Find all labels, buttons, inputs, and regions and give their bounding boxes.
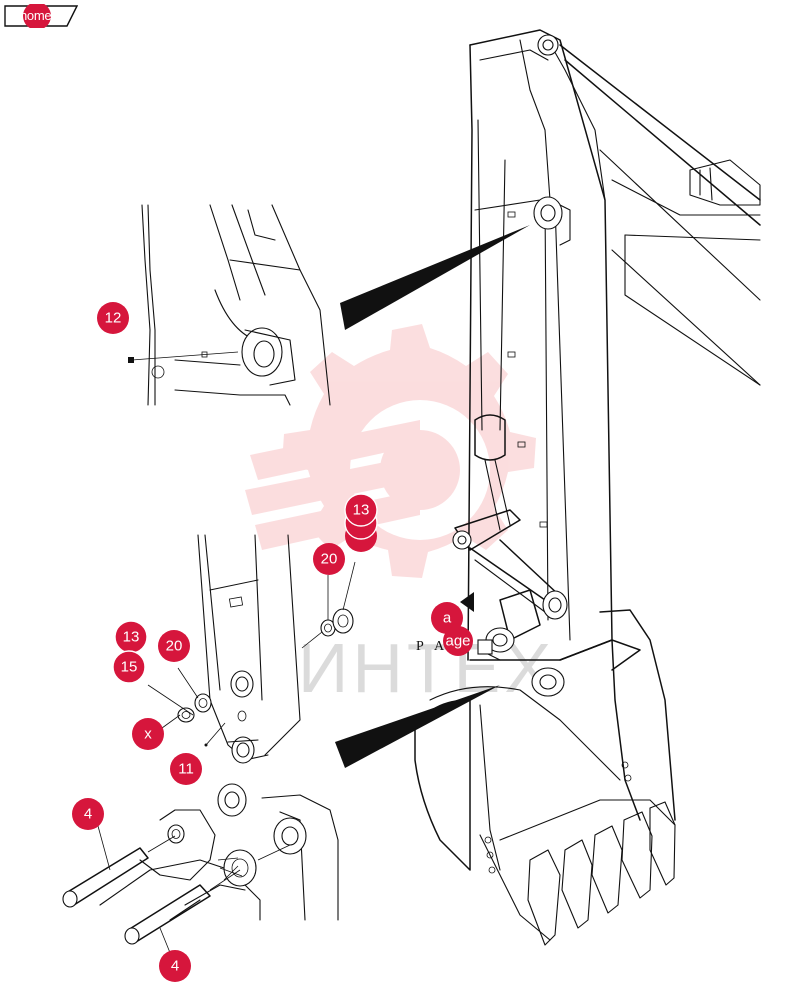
home-tab-shape [4, 4, 78, 28]
callout-13-lower[interactable]: 13 [114, 620, 148, 654]
callout-page-label: age [445, 633, 470, 650]
callout-13-label: 13 [353, 502, 370, 519]
detail-pin-insertion [62, 783, 339, 966]
callout-11[interactable]: 11 [170, 753, 202, 785]
arm-assembly [414, 29, 761, 946]
callout-20-upper[interactable]: 20 [313, 543, 345, 575]
callout-20-lower[interactable]: 20 [158, 630, 190, 662]
home-label: home [20, 8, 52, 23]
callout-15-lower-label: 15 [121, 659, 138, 676]
callout-12[interactable]: 12 [97, 302, 129, 334]
callout-4-upper[interactable]: 4 [72, 798, 104, 830]
callout-15-lower[interactable]: 15 [112, 650, 146, 684]
view-label: P A [416, 639, 448, 654]
detail-lower-pin [147, 534, 356, 764]
callout-12-label: 12 [105, 310, 122, 327]
callout-11-label: 11 [178, 761, 194, 778]
callout-4-upper-label: 4 [84, 806, 92, 823]
callout-a-label: a [443, 610, 452, 627]
callout-x-label: x [144, 726, 152, 743]
detail-leader-bottom [335, 685, 500, 768]
detail-upper-pin [128, 204, 331, 406]
callout-20-lower-label: 20 [166, 638, 183, 655]
home-button[interactable]: home [4, 4, 78, 28]
callout-page[interactable]: age [443, 626, 473, 656]
callout-13-lower-label: 13 [123, 629, 140, 646]
callout-x[interactable]: x [132, 718, 164, 750]
callout-13-stack[interactable]: 13 [344, 493, 378, 552]
callout-20-upper-label: 20 [321, 551, 338, 568]
callout-4-lower-label: 4 [171, 958, 179, 975]
detail-leader-top [340, 225, 530, 330]
callout-4-lower[interactable]: 4 [159, 950, 191, 982]
callout-a[interactable]: a [431, 602, 463, 634]
